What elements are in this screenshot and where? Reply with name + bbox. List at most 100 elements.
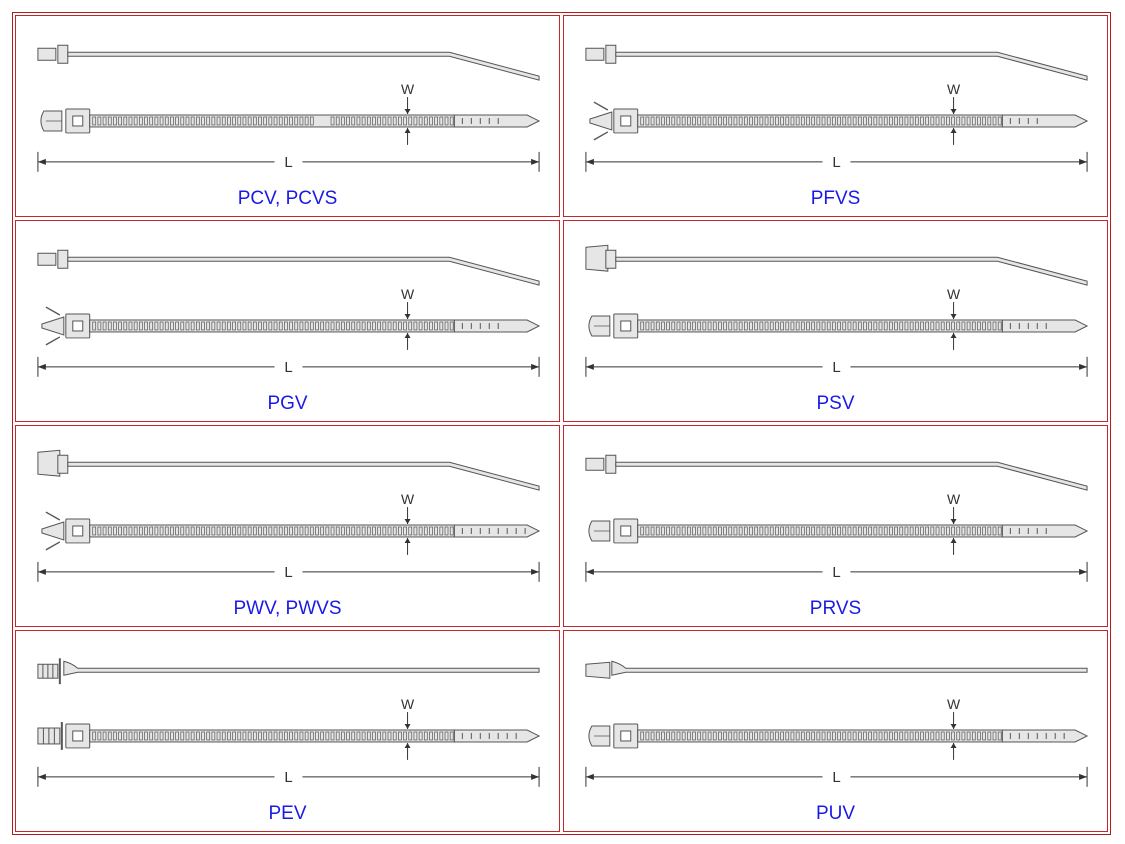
- strap-tooth: [795, 116, 800, 126]
- strap-tooth: [873, 731, 878, 741]
- strap-tooth: [852, 526, 857, 536]
- strap-tooth: [914, 321, 919, 331]
- strap-tooth: [159, 116, 164, 126]
- strap-tooth: [346, 731, 350, 741]
- length-label: L: [832, 359, 840, 376]
- pev-drawing: WL: [37, 658, 541, 787]
- strap-tooth: [966, 116, 971, 126]
- width-arrowhead: [404, 127, 411, 133]
- strap-tooth: [278, 731, 283, 741]
- strap-tooth: [351, 116, 356, 126]
- strap-tooth: [123, 116, 128, 126]
- strap-tooth: [211, 526, 216, 536]
- strap-tooth: [289, 731, 293, 741]
- strap-tooth: [206, 731, 211, 741]
- strap-tooth: [252, 526, 257, 536]
- strap-tooth: [837, 116, 841, 126]
- width-label: W: [947, 696, 961, 712]
- strap-tooth: [180, 321, 185, 331]
- strap-tooth: [299, 116, 304, 126]
- side-head: [605, 44, 617, 64]
- head-window: [620, 115, 632, 127]
- strap-tooth: [227, 526, 231, 536]
- cell-label: PWV, PWVS: [233, 598, 342, 619]
- strap-tooth: [806, 731, 810, 741]
- strap-tooth: [164, 526, 169, 536]
- strap-tooth: [857, 526, 862, 536]
- strap-tooth: [899, 731, 904, 741]
- strap-tooth: [842, 526, 847, 536]
- length-label: L: [832, 564, 840, 581]
- strap-tooth: [966, 526, 971, 536]
- strap-tooth: [341, 116, 345, 126]
- side-mount: [37, 252, 57, 266]
- strap-tooth: [863, 321, 867, 331]
- strap-tooth: [423, 526, 428, 536]
- strap-tooth: [992, 116, 997, 126]
- strap-tooth: [361, 731, 366, 741]
- strap-tooth: [398, 116, 402, 126]
- strap-tooth: [247, 321, 252, 331]
- strap-tooth: [330, 731, 335, 741]
- strap-tooth: [144, 731, 148, 741]
- strap-tooth: [640, 526, 645, 536]
- strap-tooth: [666, 116, 670, 126]
- strap-tooth: [449, 116, 454, 126]
- strap-tooth: [284, 321, 288, 331]
- puv-drawing: WL: [585, 660, 1089, 787]
- strap-tooth: [335, 116, 340, 126]
- strap-tooth: [185, 526, 190, 536]
- strap-tooth: [154, 526, 159, 536]
- strap-tooth: [237, 116, 242, 126]
- strap-tooth: [351, 526, 356, 536]
- strap-tooth: [149, 321, 154, 331]
- side-head: [57, 44, 69, 64]
- strap-tooth: [309, 526, 314, 536]
- strap-tooth: [857, 116, 862, 126]
- strap-tooth: [361, 116, 366, 126]
- strap-tooth: [640, 116, 645, 126]
- strap-tooth: [429, 526, 433, 536]
- length-arrowhead: [1079, 363, 1088, 370]
- strap-tooth: [413, 731, 418, 741]
- strap-tooth: [666, 321, 670, 331]
- strap-tooth: [852, 321, 857, 331]
- strap-tooth: [925, 321, 930, 331]
- strap-tooth: [439, 116, 444, 126]
- strap-tooth: [816, 116, 821, 126]
- strap-tooth: [304, 116, 309, 126]
- strap-tooth: [925, 116, 930, 126]
- strap-tooth: [920, 116, 924, 126]
- strap-tooth: [154, 731, 159, 741]
- psv-drawing: WL: [585, 244, 1089, 377]
- strap-tooth: [852, 731, 857, 741]
- strap-tooth: [284, 526, 288, 536]
- strap-tooth: [769, 526, 774, 536]
- strap-tooth: [971, 731, 976, 741]
- strap-tooth: [904, 526, 909, 536]
- strap-tooth: [863, 526, 867, 536]
- side-head: [57, 454, 69, 474]
- head-window: [72, 115, 84, 127]
- strap-tooth: [671, 731, 676, 741]
- strap-tooth: [268, 116, 273, 126]
- strap-tooth: [697, 116, 702, 126]
- strap-tooth: [170, 731, 174, 741]
- strap-tooth: [180, 526, 185, 536]
- strap-tooth: [785, 731, 790, 741]
- strap-tooth: [982, 116, 986, 126]
- strap-tooth: [935, 116, 940, 126]
- strap-tooth: [382, 526, 387, 536]
- strap-tooth: [749, 731, 753, 741]
- side-head: [605, 454, 617, 474]
- strap-tooth: [764, 731, 769, 741]
- strap-tooth: [294, 116, 299, 126]
- head-window: [72, 525, 84, 537]
- strap-tooth: [806, 116, 810, 126]
- strap-tooth: [439, 731, 444, 741]
- strap-tooth: [418, 526, 423, 536]
- strap-tooth: [894, 731, 898, 741]
- strap-tooth: [681, 526, 686, 536]
- strap-tooth: [144, 116, 148, 126]
